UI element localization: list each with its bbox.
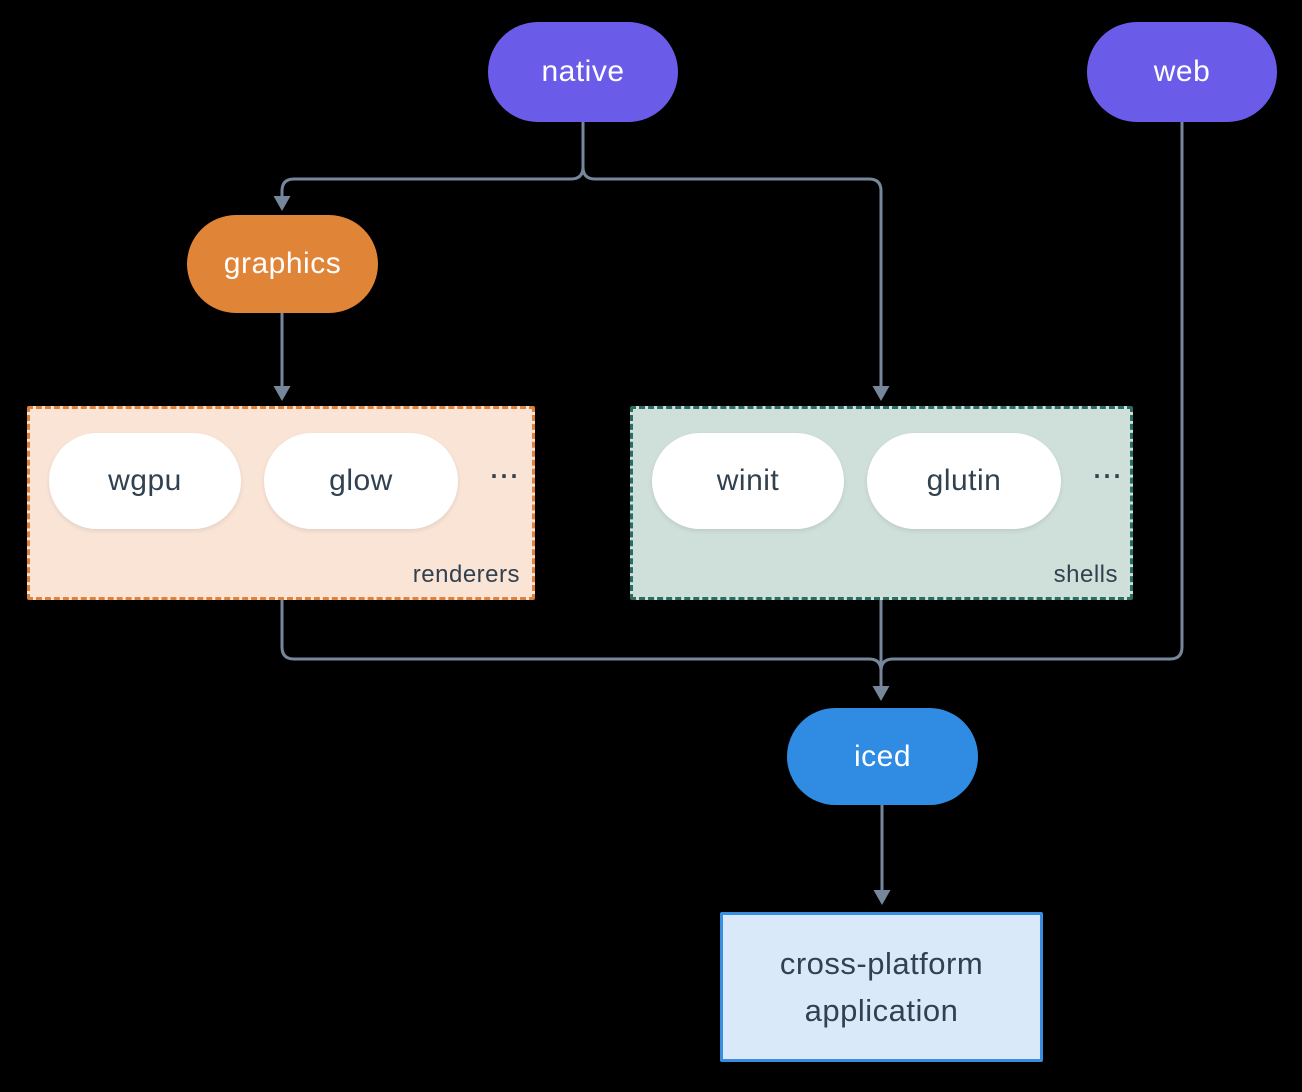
renderers-group-label: renderers [412, 561, 520, 588]
node-iced-label: iced [853, 739, 912, 773]
node-web-label: web [1153, 55, 1211, 88]
renderers-ellipsis: ... [488, 445, 519, 486]
node-glow: glow [264, 433, 458, 529]
connector-native-to-shells [581, 122, 883, 388]
connector-native-to-graphics [280, 122, 585, 198]
node-native-label: native [541, 55, 625, 88]
node-graphics: graphics [187, 215, 378, 313]
node-winit: winit [652, 433, 844, 529]
node-web: web [1087, 22, 1277, 122]
application-label-line2: application [804, 993, 959, 1028]
node-wgpu: wgpu [49, 433, 241, 529]
arrowhead-into-graphics [273, 196, 291, 211]
group-shells: winit glutin ... shells [630, 406, 1133, 600]
node-graphics-label: graphics [223, 247, 342, 280]
node-cross-platform-application: cross-platform application [720, 912, 1043, 1062]
node-glutin: glutin [867, 433, 1061, 529]
arrowhead-into-renderers [273, 386, 291, 401]
arrowhead-into-application [873, 890, 891, 905]
node-iced: iced [787, 708, 978, 805]
node-wgpu-label: wgpu [108, 464, 182, 497]
arrowhead-into-iced [872, 686, 890, 701]
connector-renderers-to-merge [280, 600, 883, 672]
group-renderers: wgpu glow ... renderers [27, 406, 535, 600]
application-label-line1: cross-platform [779, 946, 984, 981]
arrowhead-into-shells [872, 386, 890, 401]
shells-ellipsis: ... [1091, 445, 1122, 486]
node-native: native [488, 22, 678, 122]
node-winit-label: winit [716, 464, 780, 497]
shells-group-label: shells [1053, 561, 1118, 588]
node-glutin-label: glutin [926, 464, 1002, 497]
node-glow-label: glow [329, 464, 393, 497]
